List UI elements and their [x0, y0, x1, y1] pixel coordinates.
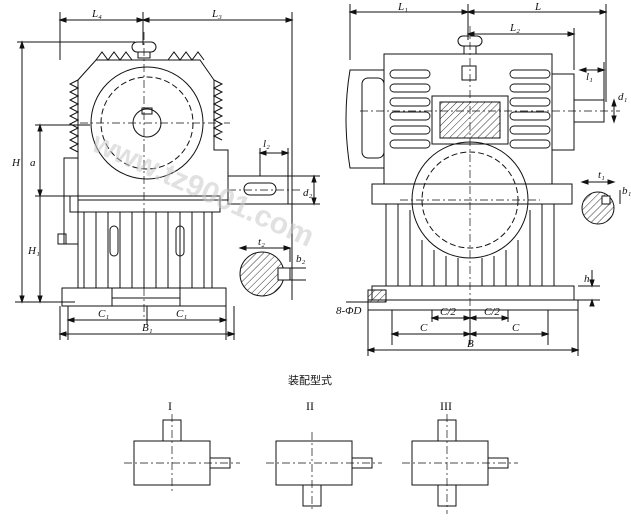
dim-C-left-label: C [420, 322, 428, 334]
front-housing [57, 51, 230, 289]
side-housing [345, 53, 620, 185]
dim-h-label: h [584, 273, 590, 285]
assembly-caption: 装配型式 [288, 373, 332, 387]
dim-b2-label: b₂ [296, 253, 306, 265]
dim-L1-label: L₁ [397, 1, 408, 13]
side-lower-housing [367, 141, 579, 311]
dim-a-label: a [30, 157, 36, 169]
dim-L2-label: L₂ [509, 22, 520, 34]
assembly-type-3 [402, 414, 518, 514]
dim-C-B [366, 310, 580, 356]
dim-L4-label: L₄ [91, 8, 102, 20]
hole-callout [346, 289, 387, 303]
dim-C-half-right-label: C/2 [484, 306, 500, 318]
assembly-type-1-label: I [168, 399, 172, 413]
assembly-type-2-label: II [306, 399, 314, 413]
dim-C-right-label: C [512, 322, 520, 334]
dim-C1-right-label: C₁ [176, 308, 187, 320]
front-keyway-section [238, 245, 306, 297]
dim-L1-L-L2 [348, 4, 608, 102]
dim-L-label: L [534, 1, 541, 13]
dim-C1-left-label: C₁ [98, 308, 109, 320]
dim-b1-label: b₁ [622, 185, 631, 197]
dim-C-half-left-label: C/2 [440, 306, 456, 318]
dim-B1-label: B₁ [142, 322, 153, 334]
front-view: L₄ L₃ H a H₁ [11, 8, 320, 340]
dim-holes-label: 8-ΦD [336, 305, 362, 317]
dim-L4-L3 [58, 12, 294, 300]
side-view: L₁ L L₂ [336, 1, 631, 356]
assembly-type-2 [266, 432, 382, 512]
dim-L3-label: L₃ [211, 8, 222, 20]
dim-l1-label: l₁ [586, 71, 593, 83]
dim-d1-label: d₁ [618, 91, 628, 103]
dim-d2-label: d₂ [303, 187, 313, 199]
side-breather-cap [457, 26, 483, 340]
dim-l2-label: l₂ [263, 138, 270, 150]
dim-B-label: B [467, 338, 474, 350]
side-keyway-section [580, 179, 621, 225]
dim-h [578, 270, 600, 307]
dim-H1-label: H₁ [27, 245, 40, 257]
assembly-type-3-label: III [440, 399, 452, 413]
dim-C1-B1 [58, 306, 236, 340]
dim-H-a-H1 [15, 40, 135, 304]
assembly-type-1 [124, 414, 240, 494]
dim-t1-label: t₁ [598, 169, 605, 181]
dim-H-label: H [11, 157, 21, 169]
dim-t2-label: t₂ [258, 236, 265, 248]
front-shaft [227, 148, 320, 206]
front-feet [61, 287, 227, 307]
